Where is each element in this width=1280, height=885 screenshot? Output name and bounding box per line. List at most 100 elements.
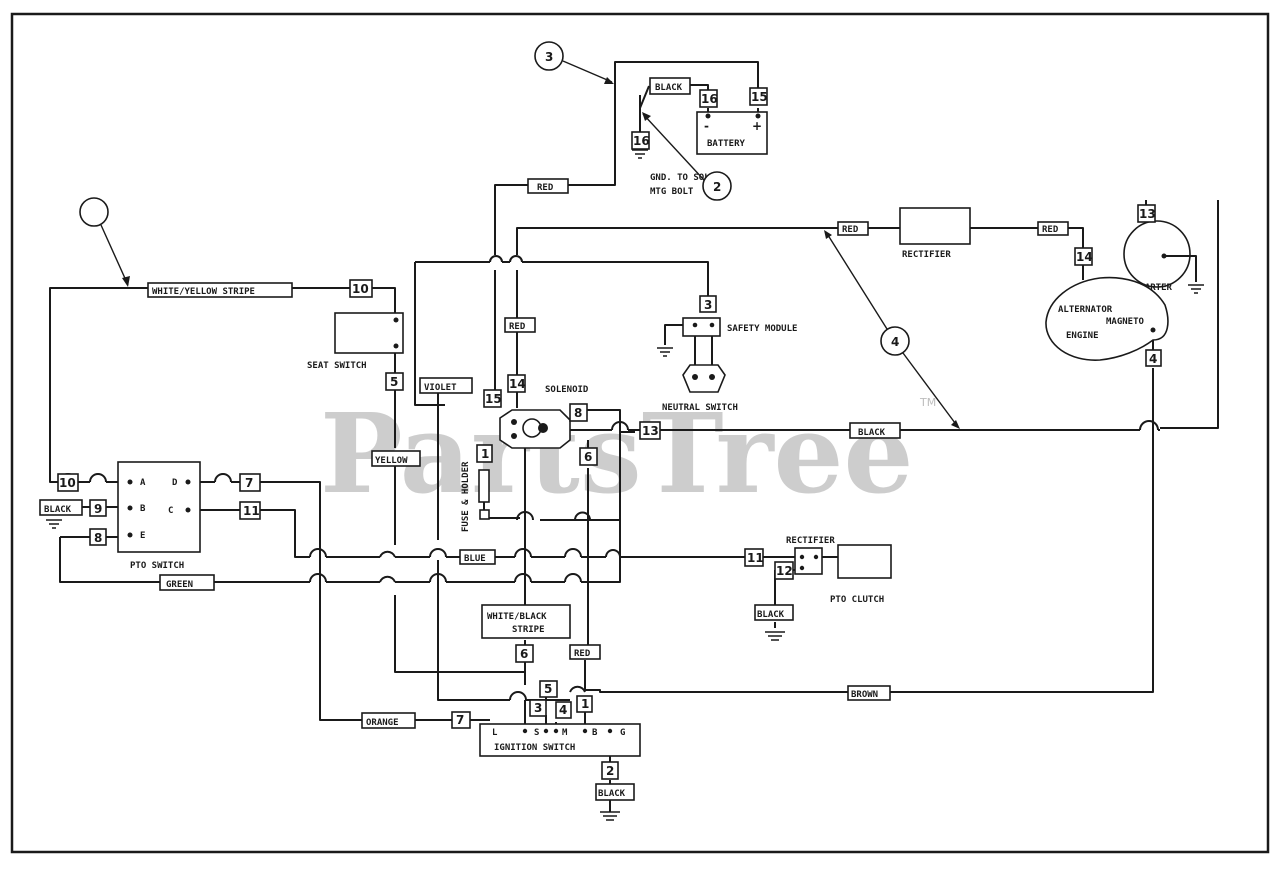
svg-text:WHITE/BLACK: WHITE/BLACK xyxy=(487,612,547,622)
svg-text:15: 15 xyxy=(485,392,502,406)
ign-terminal-m: M xyxy=(562,728,568,738)
wire-crossovers xyxy=(59,255,1159,701)
svg-text:6: 6 xyxy=(520,647,528,661)
svg-text:VIOLET: VIOLET xyxy=(424,383,457,393)
svg-text:BLUE: BLUE xyxy=(464,554,486,564)
wnum-16a: 16 xyxy=(699,89,718,108)
ign-terminal-g: G xyxy=(620,728,625,738)
tag-black-top: BLACK xyxy=(649,77,691,95)
solenoid-label: SOLENOID xyxy=(545,385,589,395)
svg-text:BROWN: BROWN xyxy=(851,690,878,700)
wnum-12: 12 xyxy=(774,561,794,580)
pto-terminal-a: A xyxy=(140,478,146,488)
svg-text:12: 12 xyxy=(776,564,793,578)
svg-text:RED: RED xyxy=(537,183,554,193)
wire-number-boxes: 16 15 16 13 14 10 3 5 14 15 8 13 1 6 4 1… xyxy=(57,87,1162,780)
tag-black-right: BLACK xyxy=(849,422,901,439)
neutral-switch-label: NEUTRAL SWITCH xyxy=(662,403,738,413)
ground-note-line2: MTG BOLT xyxy=(650,187,694,197)
ground-note-line1: GND. TO SOL xyxy=(650,173,710,183)
wnum-3a: 3 xyxy=(699,295,717,313)
tag-violet: VIOLET xyxy=(419,377,473,394)
battery-minus: - xyxy=(704,119,709,133)
ignition-switch: L S M B G IGNITION SWITCH xyxy=(479,723,641,757)
svg-text:2: 2 xyxy=(713,180,721,194)
callout-2: 2 xyxy=(642,112,732,201)
solenoid: SOLENOID xyxy=(499,385,589,449)
tag-orange: ORANGE xyxy=(361,712,416,729)
wnum-1b: 1 xyxy=(576,695,593,713)
svg-text:7: 7 xyxy=(456,713,464,727)
svg-text:16: 16 xyxy=(701,92,718,106)
svg-text:RED: RED xyxy=(509,322,526,332)
tag-red-ign: RED xyxy=(569,644,601,660)
ground-note: GND. TO SOL MTG BOLT xyxy=(650,173,710,197)
wire-label-tags: BLACK RED RED RED WHITE/YELLOW STRIPE RE… xyxy=(39,77,1069,801)
svg-text:1: 1 xyxy=(581,697,589,711)
svg-text:BLACK: BLACK xyxy=(757,610,785,620)
battery-plus: + xyxy=(752,119,762,133)
wnum-14a: 14 xyxy=(1074,247,1093,266)
wnum-10b: 10 xyxy=(57,473,79,492)
tag-red-rect-left: RED xyxy=(837,221,869,236)
svg-text:BLACK: BLACK xyxy=(598,789,626,799)
svg-text:5: 5 xyxy=(390,375,398,389)
ign-terminal-b: B xyxy=(592,728,598,738)
svg-text:4: 4 xyxy=(1149,352,1157,366)
svg-text:3: 3 xyxy=(704,298,712,312)
svg-text:STRIPE: STRIPE xyxy=(512,625,545,635)
svg-text:13: 13 xyxy=(1139,207,1156,221)
safety-module-label: SAFETY MODULE xyxy=(727,324,797,334)
wnum-4a: 4 xyxy=(1145,349,1162,367)
pto-switch-label: PTO SWITCH xyxy=(130,561,184,571)
wnum-11a: 11 xyxy=(239,501,261,520)
svg-text:YELLOW: YELLOW xyxy=(375,456,408,466)
pto-terminal-e: E xyxy=(140,531,145,541)
svg-text:9: 9 xyxy=(94,502,102,516)
svg-text:GREEN: GREEN xyxy=(166,580,193,590)
wnum-7a: 7 xyxy=(239,473,261,492)
svg-text:RED: RED xyxy=(842,225,859,235)
wnum-8: 8 xyxy=(569,403,588,422)
svg-text:16: 16 xyxy=(633,134,650,148)
fuse-holder: FUSE & HOLDER xyxy=(461,461,490,532)
starter-label: STARTER xyxy=(1134,283,1173,293)
tag-green: GREEN xyxy=(159,574,215,591)
engine-label: ENGINE xyxy=(1066,331,1099,341)
svg-text:11: 11 xyxy=(747,551,764,565)
wnum-13a: 13 xyxy=(1137,204,1156,223)
svg-text:BLACK: BLACK xyxy=(858,428,886,438)
svg-text:10: 10 xyxy=(352,282,369,296)
rectifier-top: RECTIFIER xyxy=(899,207,971,260)
wnum-6a: 6 xyxy=(579,447,598,466)
pto-switch: A B E D C PTO SWITCH xyxy=(46,461,201,571)
svg-text:ORANGE: ORANGE xyxy=(366,718,399,728)
wnum-10: 10 xyxy=(349,279,373,298)
svg-text:15: 15 xyxy=(751,90,768,104)
svg-text:8: 8 xyxy=(94,531,102,545)
svg-text:5: 5 xyxy=(544,682,552,696)
svg-text:11: 11 xyxy=(243,504,260,518)
callout-4: 4 xyxy=(824,230,960,429)
svg-text:RED: RED xyxy=(574,649,591,659)
wnum-8b: 8 xyxy=(89,528,107,546)
ign-terminal-s: S xyxy=(534,728,539,738)
callout-1 xyxy=(79,197,130,287)
rectifier-pto-label: RECTIFIER xyxy=(786,536,835,546)
tag-blue: BLUE xyxy=(459,549,496,565)
rectifier-pto: RECTIFIER xyxy=(786,536,835,575)
svg-text:WHITE/YELLOW STRIPE: WHITE/YELLOW STRIPE xyxy=(152,287,255,297)
battery-label: BATTERY xyxy=(707,139,746,149)
svg-text:BLACK: BLACK xyxy=(655,83,683,93)
tag-white-black: WHITE/BLACK STRIPE xyxy=(481,604,571,639)
seat-switch: SEAT SWITCH xyxy=(307,312,404,371)
wnum-2: 2 xyxy=(601,761,619,780)
tag-red-mid: RED xyxy=(504,317,536,333)
svg-text:7: 7 xyxy=(245,476,253,490)
ign-terminal-l: L xyxy=(492,728,498,738)
svg-text:6: 6 xyxy=(584,450,592,464)
tag-brown: BROWN xyxy=(847,685,891,701)
wnum-15a: 15 xyxy=(749,87,768,106)
fuse-holder-label: FUSE & HOLDER xyxy=(461,461,471,532)
